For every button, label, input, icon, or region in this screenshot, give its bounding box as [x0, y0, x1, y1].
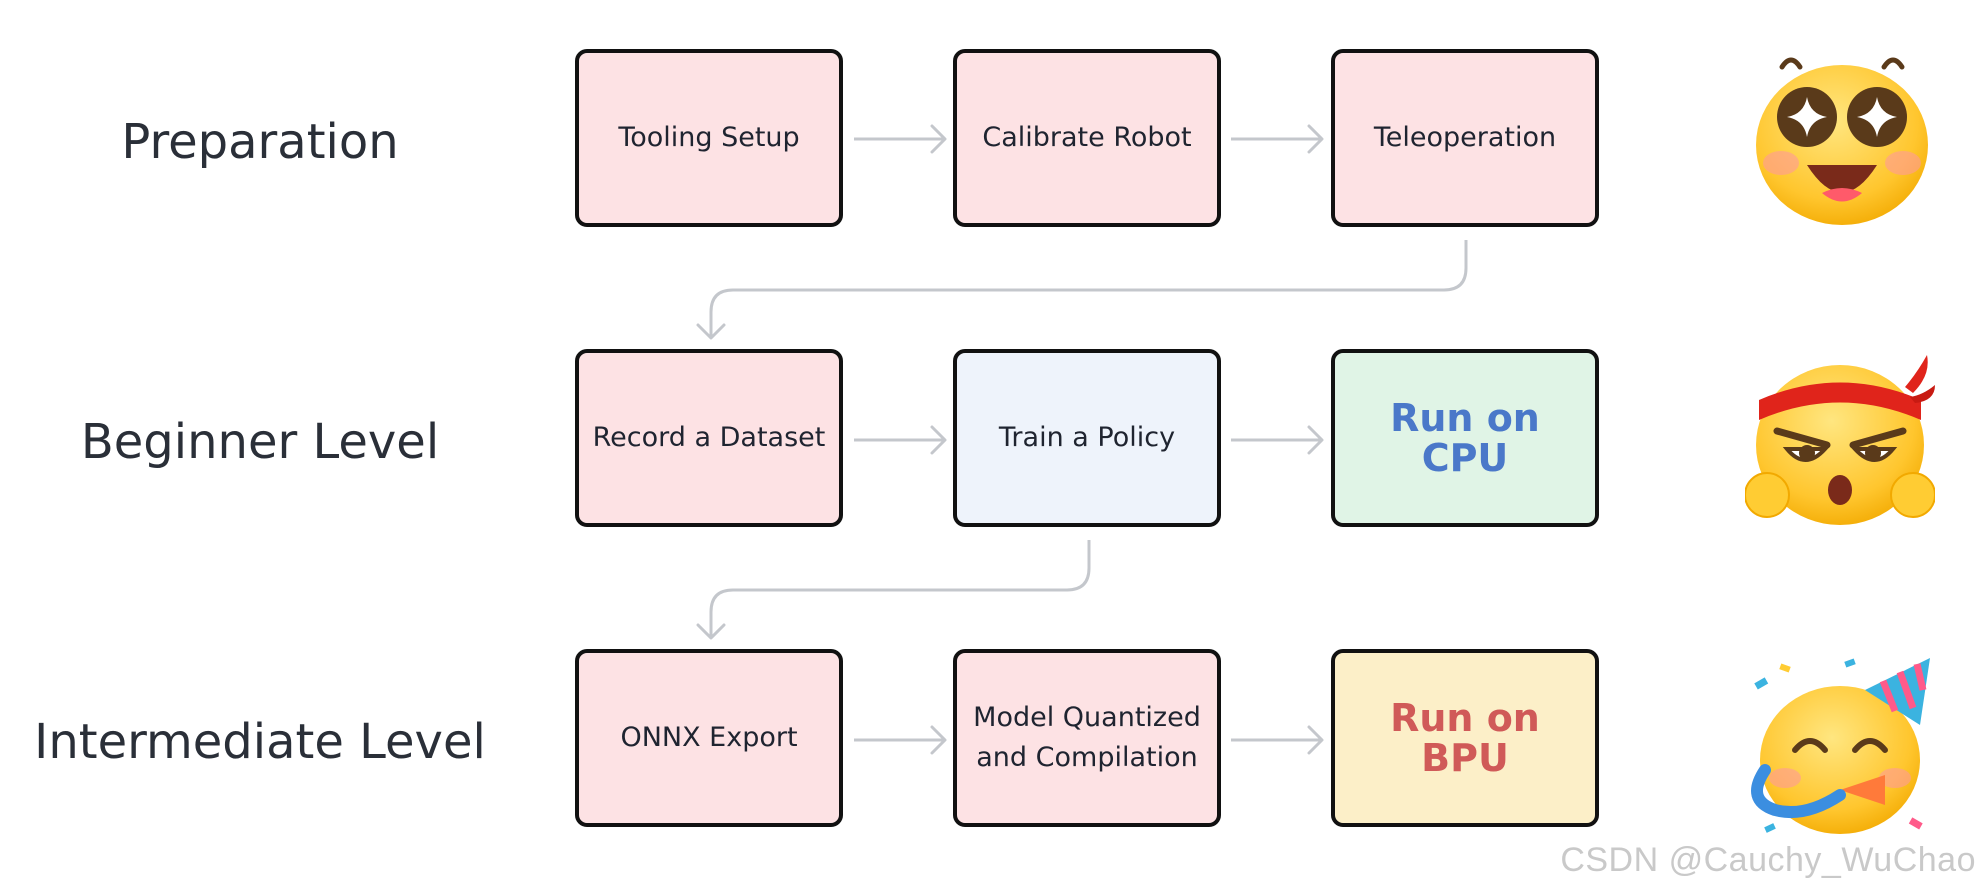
arrow-teleop-to-record: [709, 240, 1468, 338]
stage-label-preparation: Preparation: [121, 114, 399, 170]
step-run-on-bpu-label: Run on BPU: [1390, 696, 1540, 780]
step-teleoperation: Teleoperation: [1331, 49, 1599, 227]
step-tooling-setup-label: Tooling Setup: [618, 122, 800, 153]
step-onnx-export-label: ONNX Export: [620, 722, 798, 753]
step-run-on-cpu: Run on CPU: [1331, 349, 1599, 527]
step-run-on-cpu-label: Run on CPU: [1390, 396, 1540, 480]
watermark-text: CSDN @Cauchy_WuChao: [1560, 841, 1976, 879]
step-train-policy-label: Train a Policy: [998, 422, 1176, 453]
step-model-quantized-label: Model Quantized and Compilation: [973, 702, 1201, 773]
party-emoji-icon: [1751, 658, 1930, 834]
arrow-train-to-onnx: [709, 540, 1091, 638]
step-calibrate-robot: Calibrate Robot: [953, 49, 1221, 227]
step-calibrate-robot-label: Calibrate Robot: [982, 122, 1192, 153]
step-model-quantized: Model Quantized and Compilation: [953, 649, 1221, 827]
step-run-on-bpu: Run on BPU: [1331, 649, 1599, 827]
step-teleoperation-label: Teleoperation: [1373, 122, 1557, 153]
step-record-dataset-label: Record a Dataset: [592, 422, 826, 453]
stage-label-beginner: Beginner Level: [80, 414, 440, 470]
star-eyes-emoji-icon: [1756, 57, 1928, 225]
step-record-dataset: Record a Dataset: [575, 349, 843, 527]
step-onnx-export: ONNX Export: [575, 649, 843, 827]
stage-label-intermediate: Intermediate Level: [34, 714, 486, 770]
step-tooling-setup: Tooling Setup: [575, 49, 843, 227]
step-train-policy: Train a Policy: [953, 349, 1221, 527]
determined-headband-emoji-icon: [1745, 355, 1935, 525]
